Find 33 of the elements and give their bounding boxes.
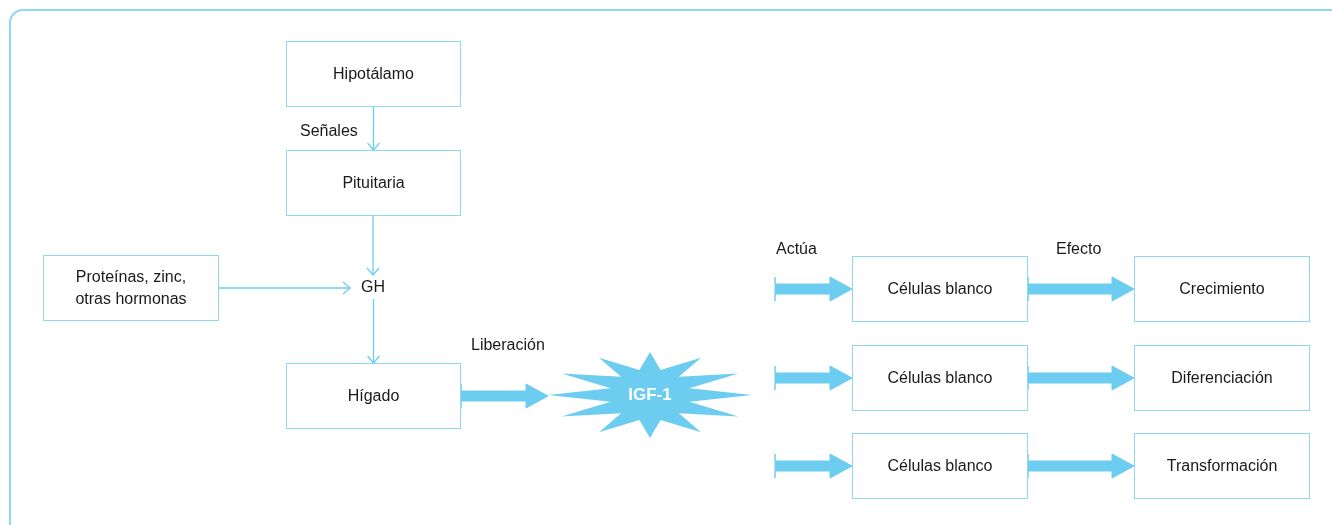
arrow xyxy=(366,298,381,364)
block-arrow xyxy=(460,383,549,409)
box-label: Hipotálamo xyxy=(333,64,414,84)
box-label: Crecimiento xyxy=(1179,279,1265,299)
box-label: Transformación xyxy=(1166,456,1278,476)
process-box xyxy=(43,255,219,321)
arrow xyxy=(366,106,381,151)
process-box xyxy=(852,433,1028,499)
block-arrow xyxy=(774,276,853,302)
box-label: Células blanco xyxy=(887,456,993,476)
block-arrow xyxy=(1027,365,1135,391)
box-label: Células blanco xyxy=(887,368,993,388)
node-label: IGF-1 xyxy=(628,384,672,407)
block-arrow xyxy=(1027,453,1135,479)
box-label: Pituitaria xyxy=(342,173,405,193)
process-box xyxy=(852,256,1028,322)
process-box xyxy=(286,150,461,216)
process-box xyxy=(286,363,461,429)
box-label: Diferenciación xyxy=(1171,368,1273,388)
block-arrow xyxy=(774,453,853,479)
arrow xyxy=(366,215,380,276)
box-label: Proteínas, zinc, otras hormonas xyxy=(74,267,188,309)
block-arrow xyxy=(1027,276,1135,302)
process-box xyxy=(1134,345,1310,411)
process-box xyxy=(1134,433,1310,499)
block-arrow xyxy=(774,365,853,391)
box-label: Hígado xyxy=(347,386,400,406)
process-box xyxy=(852,345,1028,411)
node-label: GH xyxy=(350,275,396,299)
process-box xyxy=(286,41,461,107)
box-label: Células blanco xyxy=(887,279,993,299)
arrow xyxy=(218,281,351,295)
process-box xyxy=(1134,256,1310,322)
